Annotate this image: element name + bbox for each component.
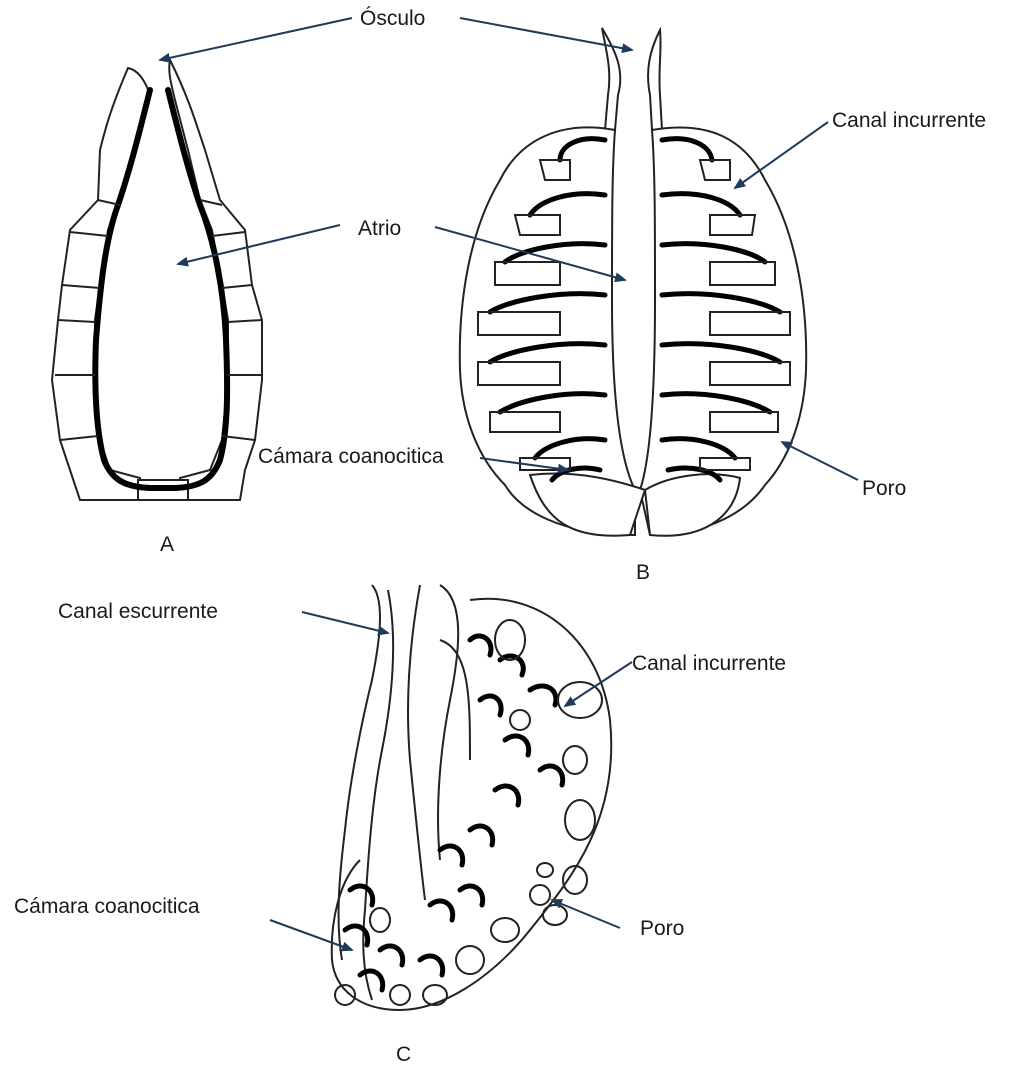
arrow-canal-escurrente [302,612,388,633]
arrow-atrio-a [178,225,340,264]
label-atrio: Atrio [358,218,401,239]
label-camara-coanocitica-c: Cámara coanocitica [14,896,200,917]
leucon-chambers [345,636,563,990]
sycon-base-right [645,474,740,536]
label-poro-c: Poro [640,918,684,939]
label-camara-coanocitica-b: Cámara coanocitica [258,446,444,467]
sycon-osculum-right [648,30,662,130]
ascon-sponge [52,60,262,500]
leucon-canals [335,620,602,1005]
label-poro-b: Poro [862,478,906,499]
label-osculo: Ósculo [360,8,425,29]
sycon-osculum-left [602,28,620,130]
leucon-excurrent-canal-2 [408,585,425,900]
leucon-excurrent-canal-4 [440,640,470,760]
sycon-sponge [460,28,806,536]
label-canal-incurrente-c: Canal incurrente [632,653,786,674]
panel-label-a: A [160,534,174,555]
leucon-excurrent-canal-3 [438,585,458,860]
ascon-right-wall [169,60,262,500]
arrow-canal-incurrente-c [565,662,632,706]
panel-label-b: B [636,562,650,583]
arrow-poro-b [782,442,858,480]
label-canal-escurrente: Canal escurrente [58,601,218,622]
label-canal-incurrente-b: Canal incurrente [832,110,986,131]
sycon-right-half [640,127,806,535]
arrow-osculo-a [160,18,352,60]
panel-label-c: C [396,1044,411,1065]
